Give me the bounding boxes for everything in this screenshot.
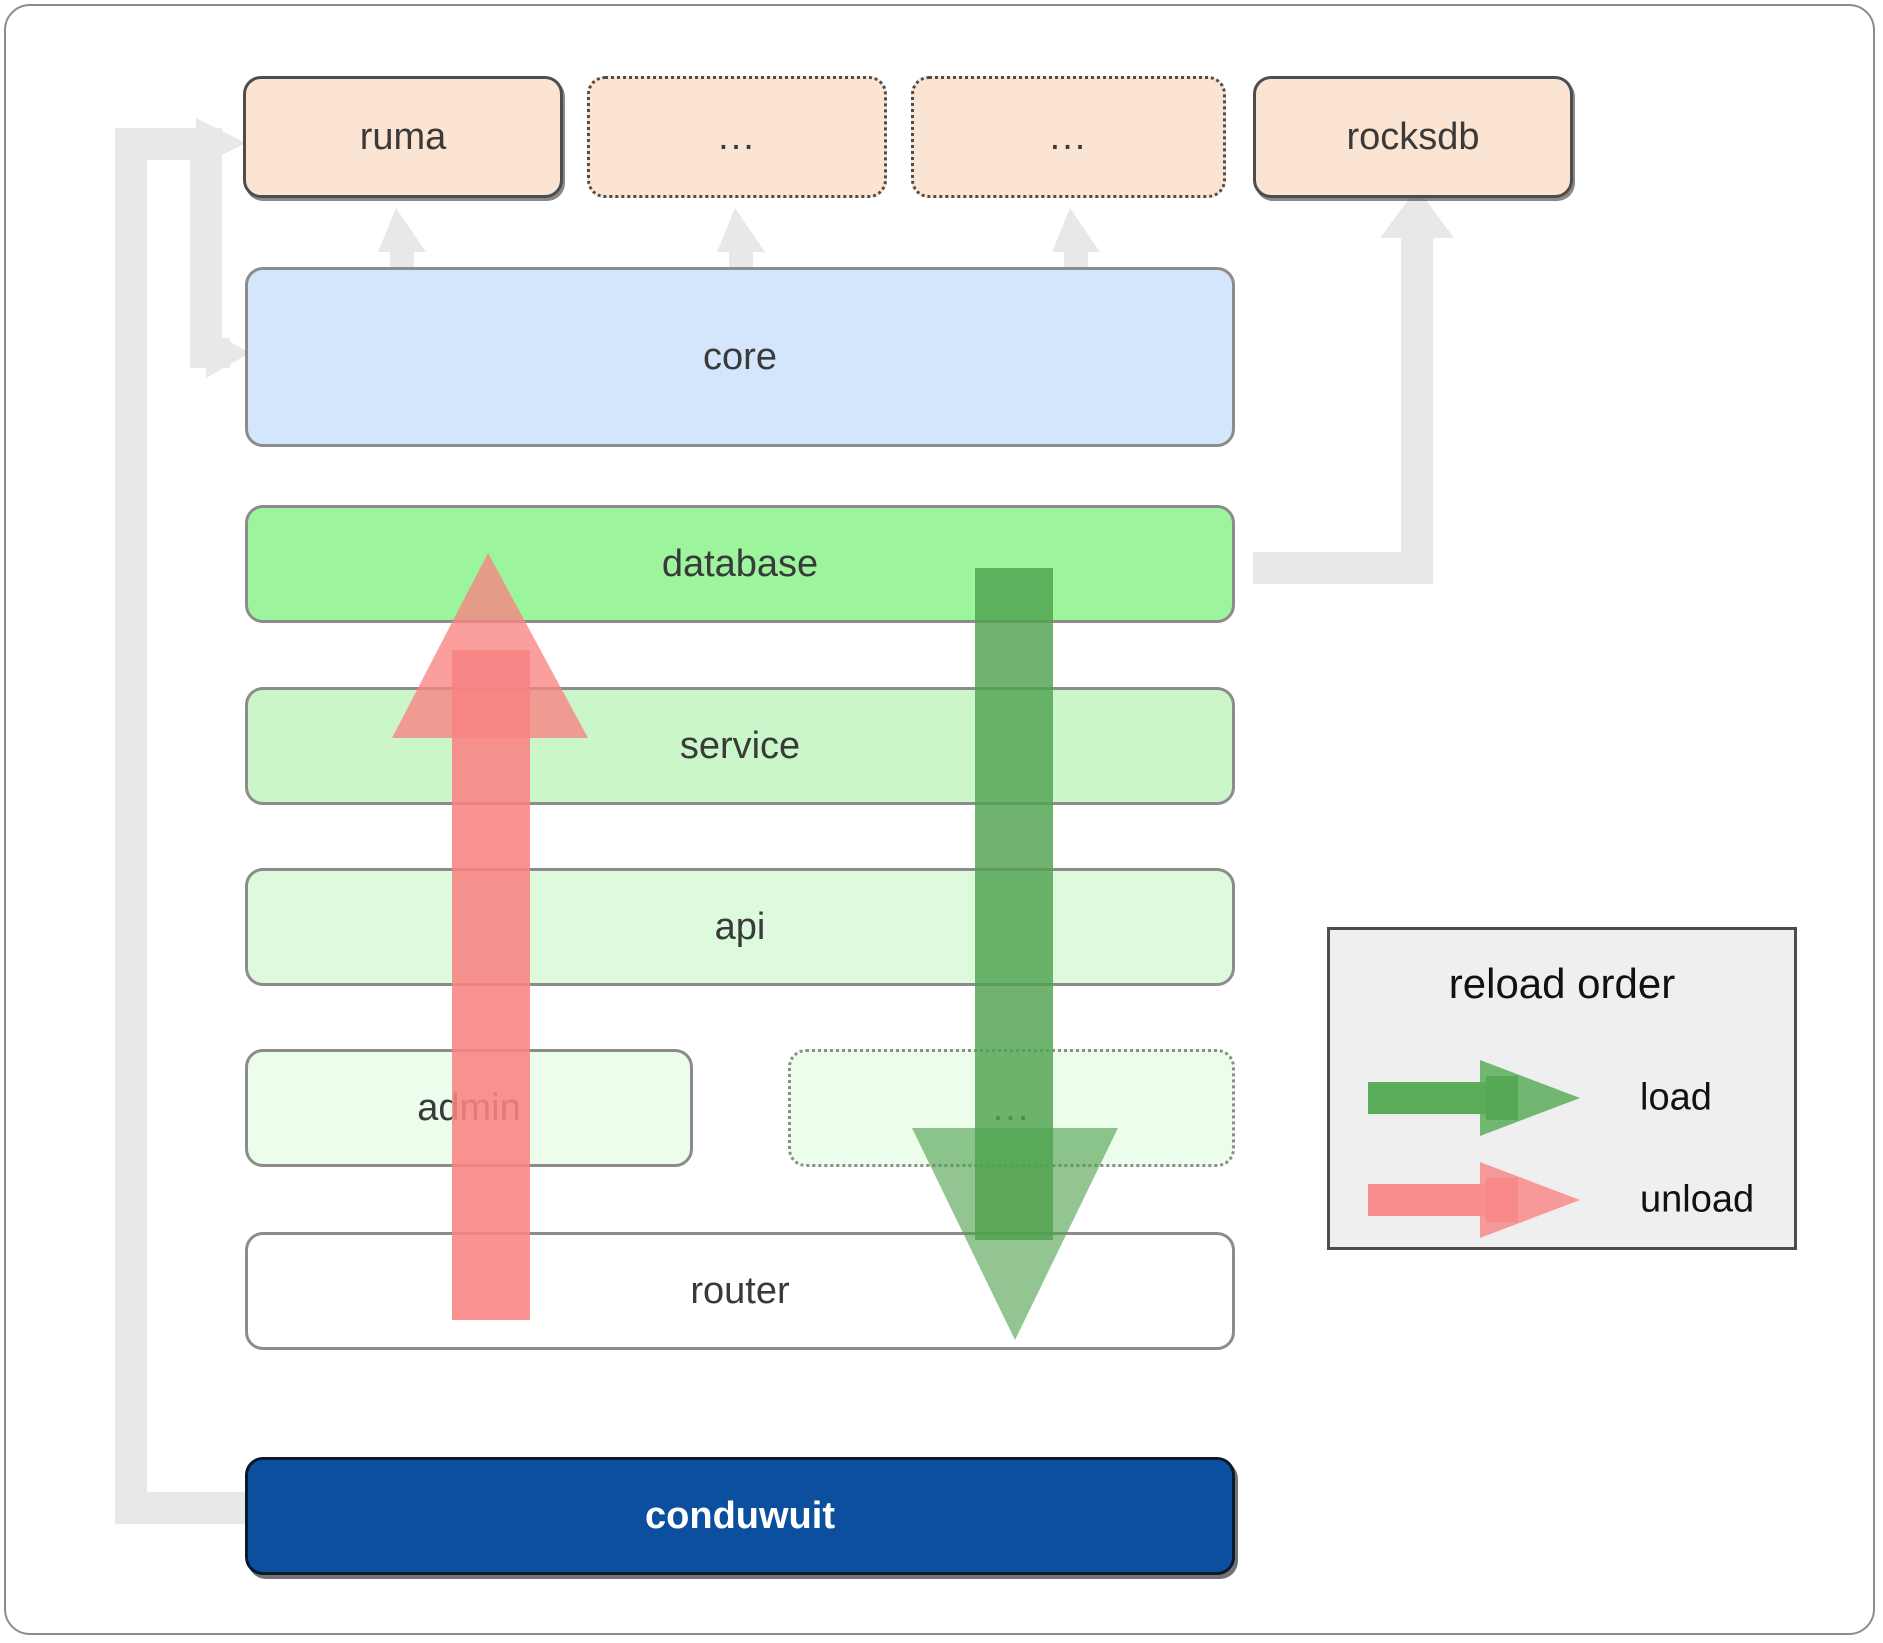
node-conduwuit-label: conduwuit (645, 1494, 835, 1537)
node-router-label: router (690, 1269, 790, 1312)
node-ext-2-label: ... (1049, 116, 1088, 158)
unload-legend-icon (1368, 1162, 1580, 1238)
load-legend-icon (1368, 1060, 1580, 1136)
node-api[interactable]: api (245, 868, 1235, 986)
node-ext-1-label: ... (718, 116, 756, 158)
node-ext-1[interactable]: ... (587, 76, 887, 198)
node-layer-extra[interactable]: ... (788, 1049, 1235, 1167)
node-database[interactable]: database (245, 505, 1235, 623)
node-ext-2[interactable]: ... (911, 76, 1226, 198)
legend-label-unload: unload (1640, 1178, 1755, 1221)
node-admin-label: admin (417, 1086, 521, 1129)
node-service-label: service (679, 724, 801, 767)
node-ruma-label: ruma (359, 115, 447, 158)
node-api-label: api (714, 905, 766, 948)
node-layer-extra-label: ... (992, 1087, 1031, 1129)
node-database-label: database (661, 542, 819, 585)
node-rocksdb-label: rocksdb (1346, 115, 1480, 158)
node-service[interactable]: service (245, 687, 1235, 805)
node-core[interactable]: core (245, 267, 1235, 447)
node-admin[interactable]: admin (245, 1049, 693, 1167)
legend-row-unload: unload (1330, 1150, 1794, 1250)
node-core-label: core (703, 335, 777, 378)
legend-title: reload order (1448, 960, 1676, 1007)
node-ruma[interactable]: ruma (243, 76, 563, 198)
legend-label-load: load (1640, 1076, 1712, 1119)
node-rocksdb[interactable]: rocksdb (1253, 76, 1573, 198)
node-router[interactable]: router (245, 1232, 1235, 1350)
diagram-frame (4, 4, 1875, 1635)
legend-box: reload order load unload (1327, 927, 1797, 1250)
legend-row-load: load (1330, 1048, 1794, 1148)
node-conduwuit[interactable]: conduwuit (245, 1457, 1235, 1575)
